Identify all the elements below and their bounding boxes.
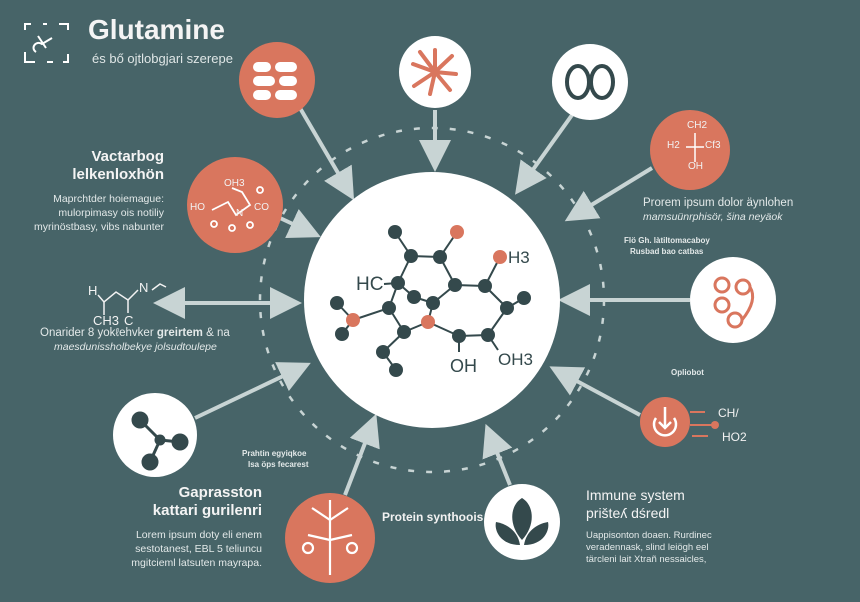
protein-branch-icon — [301, 500, 359, 575]
ion-icon-circle[interactable] — [690, 257, 776, 343]
block-text-bold: greirtem — [156, 327, 203, 339]
block-text: myrinöstbasy, vibs nabunter — [34, 221, 164, 233]
carbon-atom — [433, 250, 447, 264]
carbon-atom — [478, 279, 492, 293]
formula-circle-left[interactable] — [187, 157, 283, 253]
block-text: Onarider 8 yokℓehvker — [40, 327, 157, 339]
label-right-oh: OH — [688, 161, 703, 172]
left-top-block: Vactarbog lelkenloxhön Maprchtder hoiema… — [34, 148, 164, 234]
ion-chain-icon — [713, 276, 755, 329]
label-c: C — [124, 313, 134, 328]
block-text: maesdunissholbekye jolsudtoulepe — [54, 341, 217, 353]
label-ch: CH/ — [718, 406, 739, 420]
block-text: veradennask, slind leiögh eel — [586, 542, 709, 553]
carbon-atom — [407, 290, 421, 304]
label-h: H — [88, 283, 98, 298]
right-label: Opliobot — [671, 368, 704, 377]
oxygen-atom — [493, 250, 507, 264]
block-title: Immune system — [586, 487, 685, 503]
logo-icon — [24, 23, 69, 63]
page-subtitle: és bő ojtlobgjari szerepe — [92, 51, 233, 66]
carbon-atom — [481, 328, 495, 342]
block-text: sestotanest, EBL 5 teliuncu — [135, 543, 262, 555]
right-small-note: Flö Gh. làtiltomacaboy Rusbad bao catbas — [624, 235, 710, 257]
label-ch2: CH2 — [687, 120, 708, 131]
carbon-atom — [500, 301, 514, 315]
block-text: mamsuünrphisör, šina neyäok — [643, 211, 783, 223]
block-title: Gaprasston — [178, 484, 262, 501]
carbon-atom — [517, 291, 531, 305]
right-bottom-block: Immune system prišteʎ dśredl Uappisonton… — [586, 486, 712, 566]
note-text: Prahtin egyiqkoe — [242, 449, 307, 458]
block-text: Uappisonton doaen. Rurdinec — [586, 530, 712, 541]
block-title: Vactarbog — [91, 148, 164, 165]
label-cf3: Cf3 — [705, 140, 721, 151]
label-n: N — [139, 280, 149, 295]
label-oh: OH — [450, 356, 477, 376]
label-small-n: N — [236, 208, 244, 219]
right-top-block: Prorem ipsum dolor äynlohen mamsuünrphis… — [643, 197, 793, 223]
block-title: prišteʎ dśredl — [586, 505, 670, 521]
label-ho2: HO2 — [722, 430, 747, 444]
block-text: mgitcieml latsuten mayrapa. — [131, 557, 262, 569]
block-title: lelkenloxhön — [72, 166, 164, 183]
burst-icon — [411, 48, 458, 96]
carbon-atom — [335, 327, 349, 341]
protein-synthesis-label: Protein synthoois — [382, 510, 484, 524]
oxygen-atom — [450, 225, 464, 239]
carbon-atom — [397, 325, 411, 339]
label-h3: H3 — [508, 248, 530, 267]
note-text: Flö Gh. làtiltomacaboy — [624, 236, 710, 245]
carbon-atom — [382, 301, 396, 315]
bottom-small-note: Prahtin egyiqkoe Isa öps fecarest — [242, 448, 308, 470]
left-mid-block: Onarider 8 yokℓehvker greirtem & na maes… — [40, 327, 230, 353]
page-title: Glutamine — [88, 14, 225, 45]
kidney-icon — [565, 64, 615, 100]
block-text: & na — [202, 327, 230, 339]
block-title: kattari gurilenri — [152, 502, 262, 519]
carbon-atom — [388, 225, 402, 239]
label-h2: H2 — [667, 140, 680, 151]
note-text: Rusbad bao catbas — [630, 247, 704, 256]
leaf-icon — [495, 498, 549, 545]
note-text: Isa öps fecarest — [248, 460, 309, 469]
block-text: mulorpimasy ois notiliy — [58, 207, 164, 219]
download-icon — [652, 407, 678, 437]
oxygen-atom — [421, 315, 435, 329]
label-ho: HO — [190, 202, 205, 213]
carbon-atom — [391, 276, 405, 290]
label-co: CO — [254, 202, 269, 213]
carbon-atom — [404, 249, 418, 263]
block-text: Lorem ipsum doty eli enem — [135, 529, 262, 541]
label-oh3-small: OH3 — [224, 178, 245, 189]
label-hc: HC — [356, 274, 384, 295]
glutamine-molecule — [330, 225, 531, 377]
block-text: Prorem ipsum dolor äynlohen — [643, 197, 794, 209]
cell-icon-circle[interactable] — [239, 42, 315, 118]
block-text: tärcleni lait Xtrañ nessaicles, — [586, 554, 707, 565]
carbon-atom — [330, 296, 344, 310]
oxygen-atom — [346, 313, 360, 327]
label-ch3: CH3 — [93, 313, 120, 328]
side-molecule-icon — [97, 283, 167, 315]
left-bottom-block: Gaprasston kattari gurilenri Lorem ipsum… — [131, 484, 262, 570]
block-text: Maprchtder hoiemague: — [53, 193, 164, 205]
carbon-atom — [376, 345, 390, 359]
label-oh3: OH3 — [498, 350, 533, 369]
carbon-atom — [389, 363, 403, 377]
carbon-atom — [426, 296, 440, 310]
carbon-atom — [452, 329, 466, 343]
formula-circle-right[interactable] — [650, 110, 730, 190]
network-icon — [131, 411, 189, 471]
arrows — [153, 106, 690, 496]
carbon-atom — [448, 278, 462, 292]
